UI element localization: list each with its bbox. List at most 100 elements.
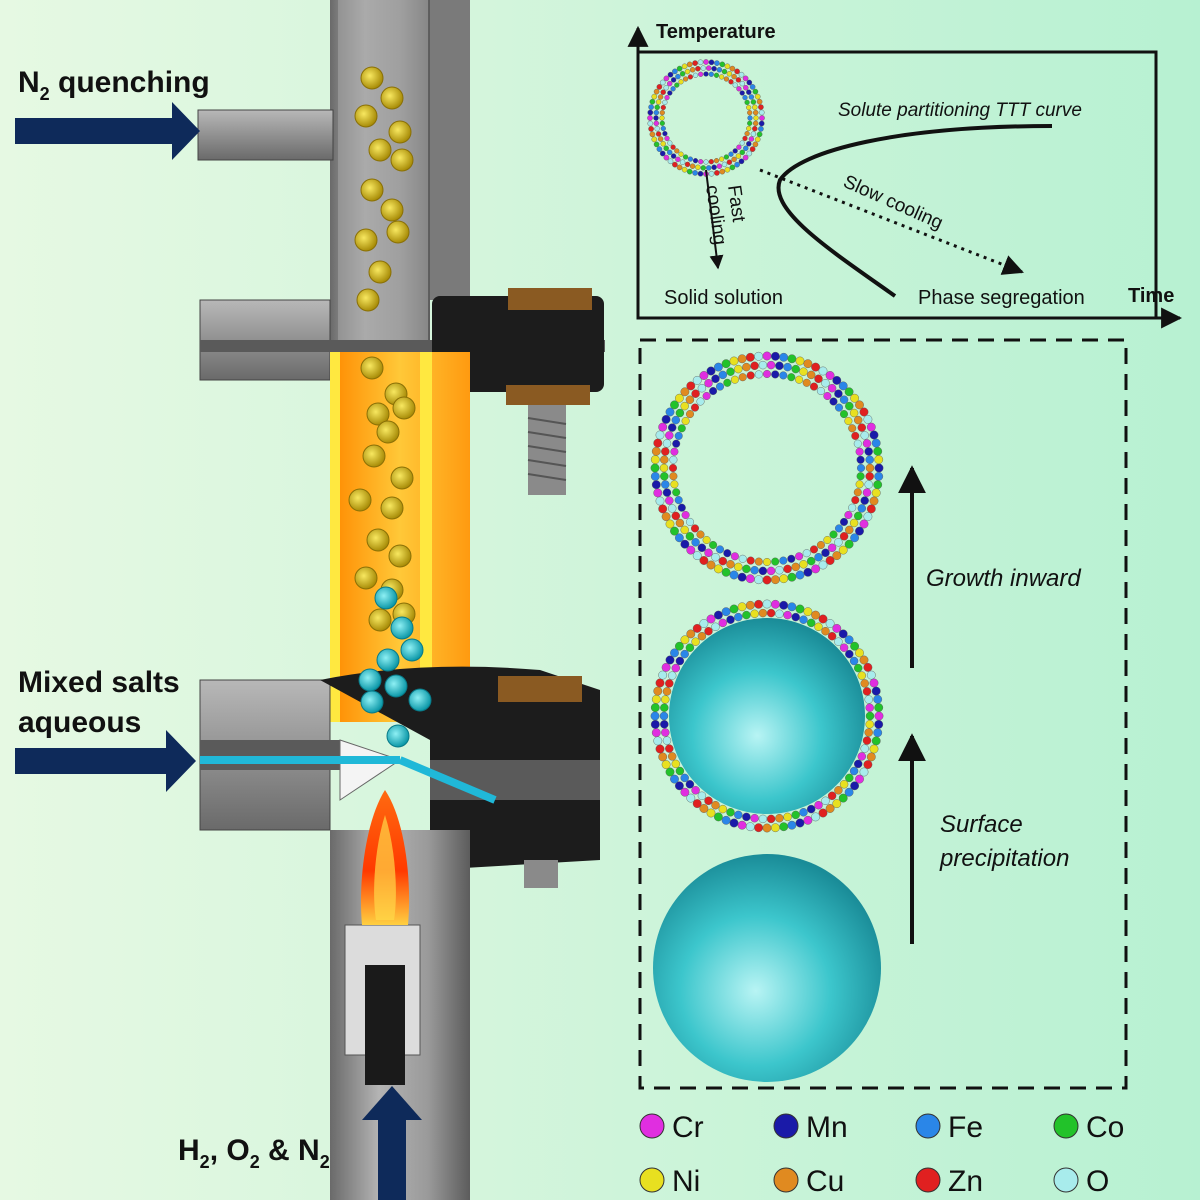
atom-dot [686,61,693,68]
atom-dot [795,570,805,580]
atom-dot [844,539,854,549]
atom-dot [865,455,874,464]
atom-dot [655,99,662,105]
atom-dot [679,71,686,77]
atom-dot [665,744,674,753]
svg-text:Cr: Cr [672,1111,704,1144]
atom-dot [779,574,789,584]
atom-dot [758,360,768,370]
atom-dot [684,68,691,75]
atom-dot [865,703,874,712]
atom-dot [665,767,675,777]
atom-dot [855,400,864,410]
atom-dot [865,463,875,473]
atom-dot [857,671,866,680]
atom-dot [754,370,763,379]
atom-dot [708,71,714,77]
atom-dot [692,375,702,385]
atom-dot [661,728,670,737]
atom-dot [668,671,677,680]
atom-dot [734,364,743,374]
atom-dot [670,480,679,489]
svg-text:O: O [1086,1165,1109,1198]
atom-dot [675,656,685,666]
atom-dot [670,648,679,658]
gold-nanoparticle [388,120,412,144]
atom-dot [686,410,695,419]
atom-dot [762,351,772,361]
atom-dot [675,518,685,528]
atom-dot [752,125,758,132]
atom-dot [665,496,674,505]
atom-dot [754,557,763,566]
atom-dot [851,496,860,505]
atom-dot [834,637,843,646]
atom-dot [731,73,737,80]
atom-dot [758,109,765,116]
atom-dot [849,656,859,666]
atom-dot [669,464,678,473]
quench-label: N2 quenching [18,66,210,104]
atom-dot [839,395,849,404]
atom-dot [692,158,699,164]
atom-dot [791,562,800,572]
cyan-nanoparticle [386,724,410,748]
atom-dot [729,570,739,580]
atom-dot [726,615,735,624]
atom-dot [667,140,673,146]
atom-dot [661,663,671,672]
atom-dot [711,374,720,383]
atom-dot [795,552,804,561]
gold-nanoparticle [366,528,390,552]
atom-dot [758,814,768,824]
atom-dot [811,362,820,372]
atom-dot [654,125,660,132]
gold-nanoparticle [368,608,392,632]
atom-dot [746,150,753,157]
atom-dot [752,104,758,111]
atom-dot [807,370,816,380]
legend-o: O [1053,1165,1109,1198]
atom-dot [745,352,755,362]
atom-dot [799,615,808,624]
atom-dot [657,136,664,142]
atom-dot [692,60,698,66]
atom-dot [754,351,763,361]
atom-dot [750,566,759,575]
atom-dot [729,818,739,828]
ttt-curve-label: Solute partitioning TTT curve [838,100,1082,121]
atom-dot [663,145,669,152]
atom-dot [729,356,739,366]
atom-dot [864,728,873,737]
atom-dot [799,808,808,817]
atom-dot [745,822,755,832]
svg-text:Fe: Fe [948,1111,983,1144]
atom-dot [704,548,713,557]
atom-dot [862,488,872,497]
atom-dot [873,694,883,704]
atom-dot [697,384,707,393]
atom-dot [649,131,656,138]
atom-dot [750,131,757,137]
atom-dot [714,610,723,620]
atom-dot [744,99,750,106]
atom-dot [758,120,765,127]
atom-dot [762,575,772,585]
atom-dot [671,415,680,425]
atom-dot [732,82,738,88]
atom-dot [775,814,784,823]
atom-dot [869,496,879,506]
atom-dot [671,511,680,521]
atom-dot [657,94,664,100]
atom-dot [665,519,675,529]
atom-dot [674,431,683,440]
atom-dot [699,556,709,565]
atom-dot [787,820,797,830]
atom-dot [838,381,848,391]
atom-dot [854,511,863,521]
gas-label: H2, O2 & N2 [178,1134,330,1172]
atom-dot [704,796,713,805]
atom-dot [731,156,737,163]
atom-dot [734,68,740,75]
atom-dot [746,79,753,86]
